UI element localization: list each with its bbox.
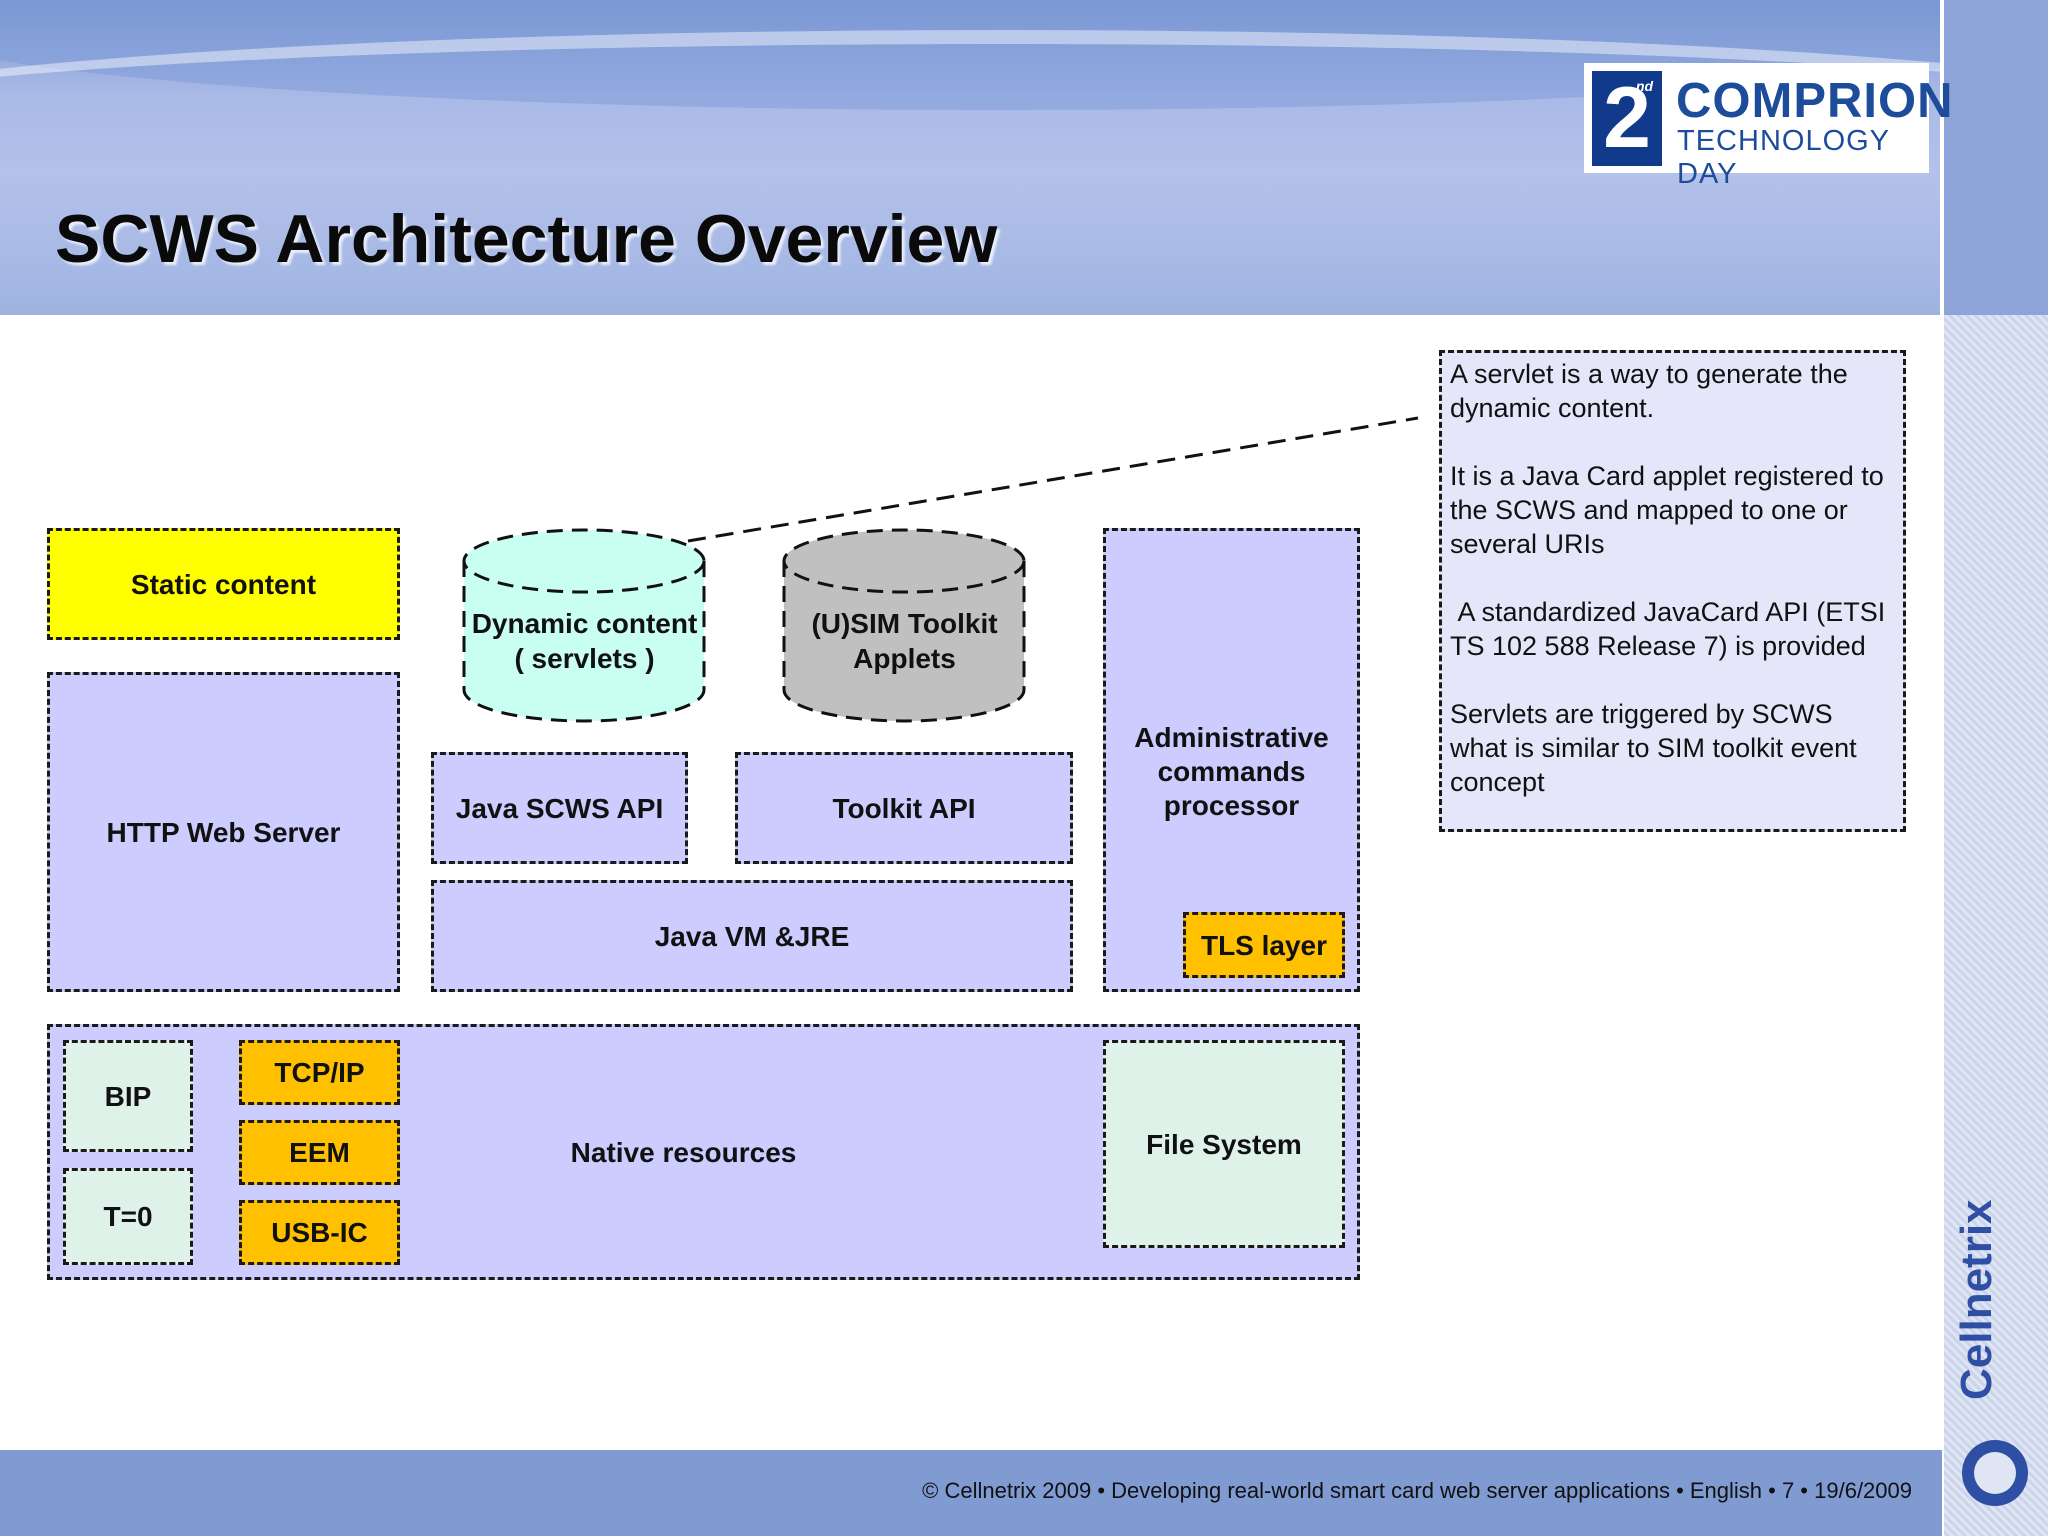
usbic-box: USB-IC: [239, 1200, 400, 1265]
comprion-logo: 2 nd COMPRION TECHNOLOGY DAY: [1584, 63, 1953, 190]
dynamic-content-cylinder: Dynamic content ( servlets ): [462, 528, 707, 723]
note-paragraph-3: A standardized JavaCard API (ETSI TS 102…: [1450, 597, 1893, 661]
usim-toolkit-label: (U)SIM Toolkit Applets: [782, 606, 1027, 676]
connector-line: [687, 416, 1419, 543]
usim-toolkit-line1: (U)SIM Toolkit: [811, 608, 998, 639]
tcpip-label: TCP/IP: [274, 1057, 365, 1088]
java-scws-api-box: Java SCWS API: [431, 752, 688, 864]
admin-processor-label: Administrative commands processor: [1106, 721, 1357, 823]
eem-label: EEM: [289, 1137, 350, 1168]
t0-label: T=0: [103, 1201, 153, 1232]
dynamic-cylinder-top: [462, 528, 706, 594]
static-content-label: Static content: [130, 568, 317, 600]
slide-title: SCWS Architecture Overview: [55, 201, 998, 277]
file-system-box: File System: [1103, 1040, 1345, 1248]
side-strip-top: [1942, 0, 2048, 315]
logo-main-text: COMPRION: [1676, 74, 1954, 128]
admin-line2: commands: [1157, 756, 1306, 787]
logo-sub-text: TECHNOLOGY DAY: [1677, 125, 1890, 190]
note-paragraph-1: A servlet is a way to generate the dynam…: [1450, 359, 1848, 423]
http-web-server-label: HTTP Web Server: [106, 816, 341, 848]
bip-box: BIP: [63, 1040, 193, 1152]
dynamic-content-line2: ( servlets ): [514, 643, 655, 674]
slide-footer: © Cellnetrix 2009 • Developing real-worl…: [0, 1450, 1942, 1536]
usim-toolkit-cylinder-shape: [782, 528, 1026, 723]
admin-line3: processor: [1163, 790, 1300, 821]
usbic-label: USB-IC: [271, 1217, 368, 1248]
logo-digit-text: 2: [1603, 70, 1651, 166]
bip-label: BIP: [104, 1080, 152, 1112]
footer-text: © Cellnetrix 2009 • Developing real-worl…: [922, 1478, 1912, 1503]
tls-layer-box: TLS layer: [1183, 912, 1345, 978]
tls-layer-label: TLS layer: [1200, 929, 1328, 961]
logo-digit: 2 nd: [1592, 71, 1662, 166]
servlet-note: A servlet is a way to generate the dynam…: [1439, 350, 1906, 832]
usim-toolkit-cylinder: (U)SIM Toolkit Applets: [782, 528, 1027, 723]
note-paragraph-2: It is a Java Card applet registered to t…: [1450, 461, 1884, 559]
dynamic-content-label: Dynamic content ( servlets ): [462, 606, 707, 676]
java-vm-box: Java VM &JRE: [431, 880, 1073, 992]
static-content-box: Static content: [47, 528, 400, 640]
t0-box: T=0: [63, 1168, 193, 1265]
admin-line1: Administrative: [1134, 722, 1329, 753]
toolkit-api-label: Toolkit API: [832, 792, 976, 824]
usim-cylinder-top: [782, 528, 1026, 594]
file-system-label: File System: [1146, 1128, 1302, 1160]
cellnetrix-logo-icon: [1962, 1440, 2028, 1506]
eem-box: EEM: [239, 1120, 400, 1185]
note-paragraph-4: Servlets are triggered by SCWS what is s…: [1450, 699, 1857, 797]
toolkit-api-box: Toolkit API: [735, 752, 1073, 864]
http-web-server-box: HTTP Web Server: [47, 672, 400, 992]
usim-toolkit-line2: Applets: [853, 643, 956, 674]
java-scws-api-label: Java SCWS API: [455, 792, 664, 824]
logo-superscript: nd: [1636, 78, 1654, 94]
usim-cylinder-body: [782, 561, 1026, 723]
native-resources-label: Native resources: [570, 1136, 797, 1168]
dynamic-cylinder-body: [462, 561, 706, 723]
dynamic-content-line1: Dynamic content: [471, 608, 698, 639]
java-vm-label: Java VM &JRE: [654, 920, 850, 952]
strip-divider: [1940, 0, 1944, 1536]
tcpip-box: TCP/IP: [239, 1040, 400, 1105]
dynamic-content-cylinder-shape: [462, 528, 706, 723]
